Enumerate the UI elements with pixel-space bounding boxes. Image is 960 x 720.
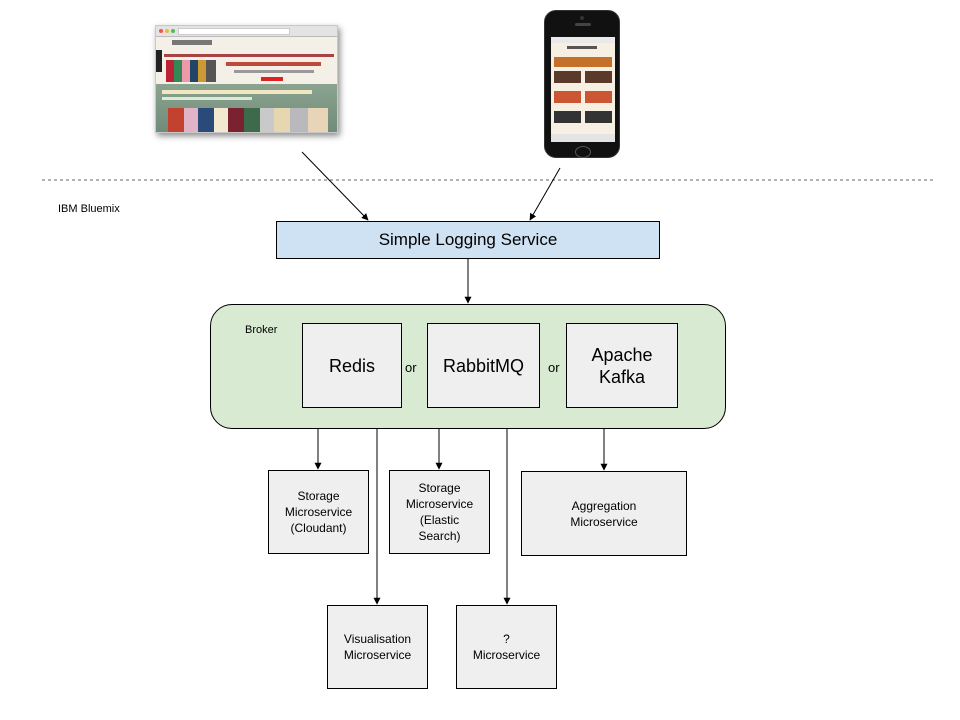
broker-option-redis: Redis	[302, 323, 402, 408]
mobile-phone-screenshot-icon	[544, 10, 620, 158]
aggregation-microservice-box: Aggregation Microservice	[521, 471, 687, 556]
broker-label: Broker	[245, 324, 278, 336]
arrow-phone-to-logging	[529, 167, 561, 221]
or-separator: or	[405, 360, 417, 375]
storage-microservice-cloudant-box: Storage Microservice (Cloudant)	[268, 470, 369, 554]
desktop-browser-screenshot-icon	[155, 25, 338, 133]
logging-service-box: Simple Logging Service	[276, 221, 660, 259]
or-separator: or	[548, 360, 560, 375]
storage-microservice-elastic-search-box: Storage Microservice (Elastic Search)	[389, 470, 490, 554]
unknown-microservice-box: ? Microservice	[456, 605, 557, 689]
broker-option-apache-kafka: Apache Kafka	[566, 323, 678, 408]
environment-label: IBM Bluemix	[58, 203, 120, 215]
arrow-browser-to-logging	[301, 151, 369, 221]
visualisation-microservice-box: Visualisation Microservice	[327, 605, 428, 689]
broker-option-rabbitmq: RabbitMQ	[427, 323, 540, 408]
